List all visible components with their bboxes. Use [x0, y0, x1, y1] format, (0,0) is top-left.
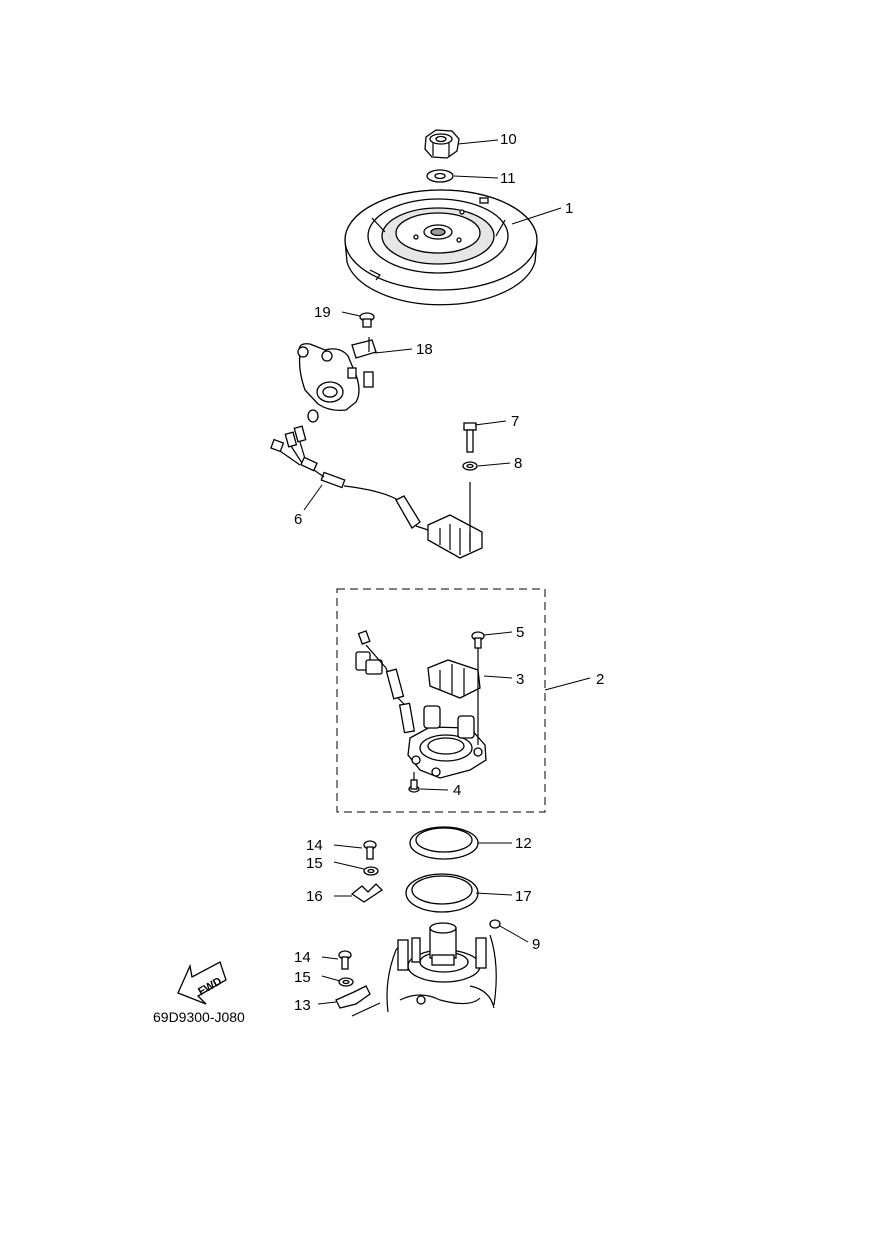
part-label-14-lower: 14	[294, 949, 311, 966]
part-label-17: 17	[515, 888, 532, 905]
flywheel-drawing	[344, 189, 538, 306]
part-label-19: 19	[314, 304, 331, 321]
key-9-drawing	[489, 919, 501, 929]
bolt-19-drawing	[359, 312, 375, 328]
part-label-2: 2	[596, 671, 604, 688]
part-label-7: 7	[511, 413, 519, 430]
ring-17-drawing	[405, 873, 479, 913]
part-label-10: 10	[500, 131, 517, 148]
washer-15-upper-drawing	[363, 866, 379, 876]
part-label-15-upper: 15	[306, 855, 323, 872]
part-label-3: 3	[516, 671, 524, 688]
diagram-code: 69D9300-J080	[153, 1009, 245, 1025]
part-label-12: 12	[515, 835, 532, 852]
part-label-18: 18	[416, 341, 433, 358]
bolt-7-drawing	[463, 422, 477, 453]
washer-15-lower-drawing	[338, 977, 354, 987]
part-label-14-upper: 14	[306, 837, 323, 854]
clamp-16-drawing	[350, 883, 384, 903]
screw-4-drawing	[408, 779, 420, 793]
nut-drawing	[424, 129, 460, 159]
part-labels: 10 11 1 19 18 7 8 6 5 3 2 4 12 14 15 16 …	[294, 131, 604, 1014]
part-label-8: 8	[514, 455, 522, 472]
part-label-5: 5	[516, 624, 524, 641]
forward-arrow-icon: FWD	[177, 961, 227, 1005]
part-label-6: 6	[294, 511, 302, 528]
part-label-16: 16	[306, 888, 323, 905]
screw-14-lower-drawing	[338, 950, 352, 970]
screw-5-drawing	[471, 631, 485, 649]
part-label-13: 13	[294, 997, 311, 1014]
clamp-13-drawing	[335, 985, 371, 1009]
part-label-11: 11	[500, 170, 516, 187]
part-label-15-lower: 15	[294, 969, 311, 986]
charge-coil-drawing	[270, 425, 483, 559]
part-label-9: 9	[532, 936, 540, 953]
washer-8-drawing	[462, 461, 478, 471]
stator-assembly-drawing	[355, 630, 487, 792]
crankcase-drawing	[351, 922, 497, 1017]
ring-12-drawing	[409, 826, 479, 860]
part-label-1: 1	[565, 200, 573, 217]
assembly-2-frame	[336, 588, 546, 813]
washer-drawing	[426, 169, 454, 183]
pulser-bracket-drawing	[297, 337, 377, 423]
leader-lines	[303, 139, 591, 1005]
part-label-4: 4	[453, 782, 461, 799]
screw-14-upper-drawing	[363, 840, 377, 860]
